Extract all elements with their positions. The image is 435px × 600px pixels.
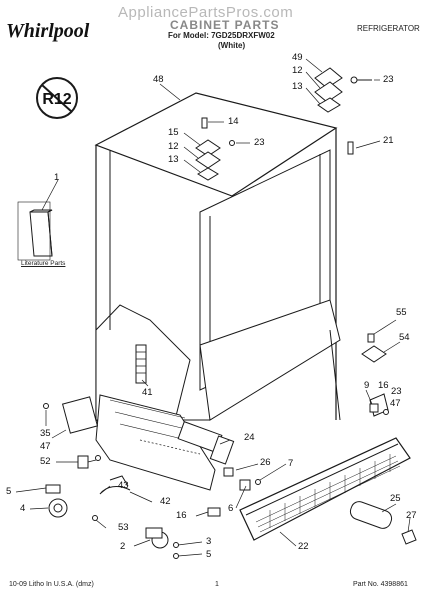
callout-23b: 23	[254, 137, 265, 148]
callout-15: 15	[168, 127, 179, 138]
callout-49: 49	[292, 52, 303, 63]
callout-1: 1	[54, 172, 60, 183]
footer-left: 10-09 Litho In U.S.A. (dmz)	[9, 581, 94, 588]
whirlpool-logo: Whirlpool	[6, 20, 90, 42]
callout-41: 41	[142, 387, 153, 398]
callout-13: 13	[292, 81, 303, 92]
callout-25: 25	[390, 493, 401, 504]
leader-lines	[15, 58, 411, 557]
front-roller-right	[145, 527, 179, 559]
callout-47: 47	[390, 398, 401, 409]
callout-53: 53	[118, 522, 129, 533]
r12-badge	[36, 77, 78, 119]
callout-35: 35	[40, 428, 51, 439]
callout-7: 7	[288, 458, 294, 469]
small-parts-center	[207, 403, 389, 517]
callout-24: 24	[244, 432, 255, 443]
callout-3: 3	[206, 536, 212, 547]
callout-5b: 5	[206, 549, 212, 560]
callout-23: 23	[383, 74, 394, 85]
top-hinge-parts-right	[314, 67, 372, 155]
page-title: CABINET PARTS	[170, 18, 280, 32]
callout-12: 12	[292, 65, 303, 76]
callout-2: 2	[120, 541, 126, 552]
cabinet-body	[94, 92, 341, 491]
drain-tube	[135, 344, 147, 384]
callout-22: 22	[298, 541, 309, 552]
callout-52: 52	[40, 456, 51, 467]
watermark: AppliancePartsPros.com	[118, 4, 294, 21]
fill-tube	[177, 421, 235, 465]
callout-54: 54	[399, 332, 410, 343]
literature-label: Literature Parts	[21, 260, 66, 267]
callout-12b: 12	[168, 141, 179, 152]
footer-part-number: Part No. 4398861	[353, 581, 408, 588]
callout-16: 16	[378, 380, 389, 391]
callout-4: 4	[20, 503, 26, 514]
callout-47b: 47	[40, 441, 51, 452]
callout-16b: 16	[176, 510, 187, 521]
callout-42: 42	[160, 496, 171, 507]
callout-27: 27	[406, 510, 417, 521]
callout-13b: 13	[168, 154, 179, 165]
footer-page-number: 1	[215, 581, 219, 588]
top-hinge-parts-center	[195, 117, 235, 181]
callout-43: 43	[118, 480, 129, 491]
callout-6: 6	[228, 503, 234, 514]
callout-23c: 23	[391, 386, 402, 397]
literature-booklet	[29, 209, 53, 257]
callout-26: 26	[260, 457, 271, 468]
bracket-43-42	[99, 475, 131, 495]
water-filter	[349, 501, 417, 545]
color-line: (White)	[218, 41, 246, 50]
category-label: REFRIGERATOR	[357, 24, 420, 33]
callout-14: 14	[228, 116, 239, 127]
callout-21: 21	[383, 135, 394, 146]
callout-55: 55	[396, 307, 407, 318]
callout-9: 9	[364, 380, 370, 391]
toe-grille	[239, 437, 411, 541]
callout-5: 5	[6, 486, 12, 497]
front-roller-left	[43, 396, 101, 521]
model-line: For Model: 7GD25DRXFW02	[168, 31, 275, 40]
callout-48: 48	[153, 74, 164, 85]
